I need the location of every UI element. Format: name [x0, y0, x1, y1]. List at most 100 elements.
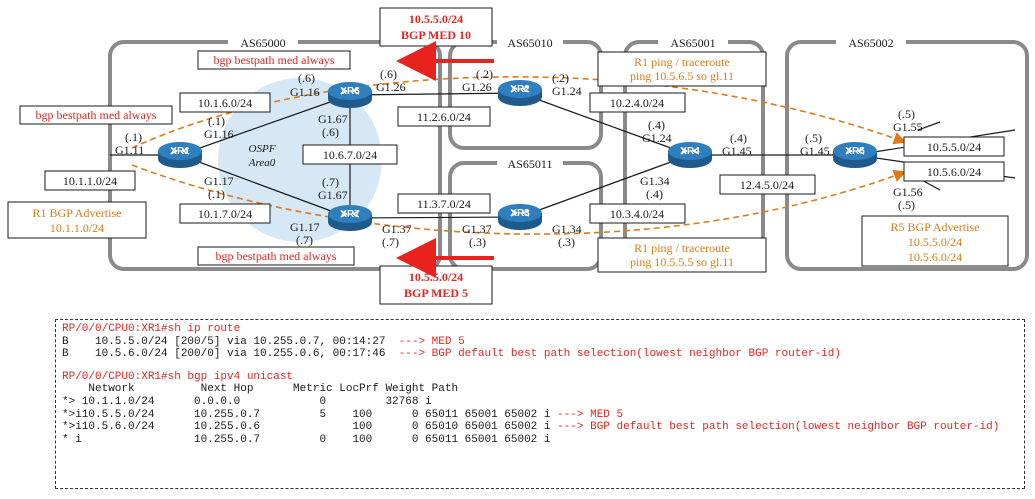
- xr6-addr-b: (.6): [380, 67, 397, 81]
- network-diagram: AS65000 AS65010 AS65011 AS65001 AS65002 …: [7, 7, 1029, 305]
- bgp-entry: *>i10.5.6.0/24 10.255.0.6 100 0 65010 65…: [62, 421, 551, 434]
- xr5-addr-b: (.5): [898, 107, 915, 121]
- router-xr6-label: XR6: [340, 86, 360, 97]
- xr1-addr-c: (.1): [208, 187, 225, 201]
- med10-prefix: 10.5.5.0/24: [409, 12, 463, 26]
- ping-bottom-line2: ping 10.5.5.5 so gl.11: [630, 255, 734, 269]
- subnet-10-3-4: 10.3.4.0/24: [610, 207, 664, 221]
- bgp-table-header: Network Next Hop Metric LocPrf Weight Pa…: [62, 383, 459, 396]
- route-entry: B 10.5.6.0/24 [200/0] via 10.255.0.6, 00…: [62, 348, 386, 361]
- r1-advertise-prefix: 10.1.1.0/24: [50, 221, 104, 235]
- bgp-table-row: *>i10.5.5.0/24 10.255.0.7 5 100 0 65011 …: [62, 409, 1018, 422]
- xr1-iface-g111: G1.11: [115, 143, 144, 157]
- subnet-12-4-5: 12.4.5.0/24: [740, 178, 794, 192]
- subnet-10-6-7: 10.6.7.0/24: [323, 148, 377, 162]
- as65011-label: AS65011: [508, 157, 553, 171]
- route-note: ---> BGP default best path selection(low…: [385, 348, 841, 361]
- xr4-addr-a: (.4): [648, 118, 665, 132]
- ping-top-line2: ping 10.5.6.5 so gl.11: [630, 69, 734, 83]
- router-xr5-label: XR5: [845, 146, 865, 157]
- ospf-label: OSPF: [249, 143, 276, 155]
- xr4-addr-c: (.4): [646, 187, 663, 201]
- r5-advertise-title: R5 BGP Advertise: [891, 220, 980, 234]
- router-xr4-label: XR4: [680, 146, 700, 157]
- bestpath-top: bgp bestpath med always: [214, 53, 335, 67]
- subnet-10-2-4: 10.2.4.0/24: [610, 96, 664, 110]
- ping-bottom-line1: R1 ping / traceroute: [634, 241, 730, 255]
- as65000-label: AS65000: [240, 36, 285, 50]
- router-xr2[interactable]: XR2: [497, 79, 543, 107]
- router-xr6[interactable]: XR6: [327, 81, 373, 109]
- xr6-iface-g126: G1.26: [376, 80, 406, 94]
- xr4-addr-b: (.4): [730, 131, 747, 145]
- subnet-11-2-6: 11.2.6.0/24: [417, 110, 471, 124]
- subnet-boxes: [44, 92, 1005, 224]
- ospf-area-label: Area0: [248, 157, 276, 169]
- xr7-iface-g167: G1.67: [318, 188, 348, 202]
- xr7-addr-a: (.7): [322, 175, 339, 189]
- ping-top-line1: R1 ping / traceroute: [634, 55, 730, 69]
- ospf-area: [218, 78, 382, 242]
- r1-advertise-box: [7, 201, 147, 239]
- xr6-addr-a: (.6): [298, 71, 315, 85]
- xr6-iface-g116: G1.16: [290, 85, 320, 99]
- r5-advertise-prefix2: 10.5.6.0/24: [908, 250, 962, 264]
- router-xr4[interactable]: XR4: [667, 141, 713, 169]
- subnet-11-3-7: 11.3.7.0/24: [417, 197, 471, 211]
- console-prompt-route: RP/0/0/CPU0:XR1#sh ip route: [62, 323, 241, 335]
- router-xr1-label: XR1: [170, 146, 190, 157]
- bgp-note: ---> MED 5: [550, 408, 624, 421]
- bestpath-left: bgp bestpath med always: [36, 108, 157, 122]
- bestpath-left-box: [19, 105, 173, 125]
- bgp-note: ---> BGP default best path selection(low…: [550, 421, 1000, 434]
- xr6-iface-g167: G1.67: [318, 112, 348, 126]
- med10-callout: [379, 7, 493, 47]
- xr6-addr-c: (.6): [322, 125, 339, 139]
- console-route-line: B 10.5.6.0/24 [200/0] via 10.255.0.6, 00…: [62, 348, 1018, 361]
- xr2-addr-b: (.2): [552, 71, 569, 85]
- as65002-label: AS65002: [848, 36, 893, 50]
- route-note: ---> MED 5: [385, 335, 465, 348]
- as65010-label: AS65010: [507, 36, 552, 50]
- xr2-iface-g124: G1.24: [552, 84, 582, 98]
- bgp-entry: *>i10.5.5.0/24 10.255.0.7 5 100 0 65011 …: [62, 408, 551, 421]
- console-prompt-bgp: RP/0/0/CPU0:XR1#sh bgp ipv4 unicast: [62, 370, 294, 383]
- xr2-addr-a: (.2): [476, 67, 493, 81]
- bestpath-bottom: bgp bestpath med always: [216, 249, 337, 263]
- med10-value: BGP MED 10: [401, 28, 471, 42]
- xr5-iface-g155: G1.55: [893, 120, 923, 134]
- console-route-line: B 10.5.5.0/24 [200/5] via 10.255.0.7, 00…: [62, 336, 1018, 349]
- xr1-addr-b: (.1): [208, 114, 225, 128]
- xr7-iface-g137: G1.37: [382, 222, 412, 236]
- ping-bottom-callout: [597, 237, 767, 273]
- r5-advertise-box: [861, 215, 1009, 267]
- xr4-iface-g124: G1.24: [642, 131, 672, 145]
- router-xr7-label: XR7: [340, 209, 360, 220]
- xr5-addr-a: (.5): [805, 131, 822, 145]
- subnet-10-5-6: 10.5.6.0/24: [927, 165, 981, 179]
- med5-value: BGP MED 5: [404, 286, 468, 300]
- bestpath-bottom-box: [197, 246, 355, 266]
- xr5-addr-c: (.5): [898, 198, 915, 212]
- xr3-iface-g137: G1.37: [462, 222, 492, 236]
- bgp-table-row: *>i10.5.6.0/24 10.255.0.6 100 0 65010 65…: [62, 421, 1018, 434]
- subnet-10-1-6: 10.1.6.0/24: [198, 96, 252, 110]
- router-xr3-label: XR3: [510, 208, 530, 219]
- router-xr3[interactable]: XR3: [497, 203, 543, 231]
- router-xr7[interactable]: XR7: [327, 204, 373, 232]
- xr1-iface-g116: G1.16: [204, 127, 234, 141]
- trace-path-top: [131, 76, 907, 149]
- interface-labels: (.1) G1.11 (.1) G1.16 G1.17 (.1) (.6) G1…: [115, 67, 923, 249]
- r5-advertise-prefix1: 10.5.5.0/24: [908, 235, 962, 249]
- r1-advertise-title: R1 BGP Advertise: [33, 206, 122, 220]
- bgp-table-row: * i 10.255.0.7 0 100 0 65011 65001 65002…: [62, 433, 551, 446]
- subnet-10-1-1: 10.1.1.0/24: [63, 174, 117, 188]
- xr3-addr-a: (.3): [469, 235, 486, 249]
- router-xr1[interactable]: XR1: [157, 141, 203, 169]
- route-entry: B 10.5.5.0/24 [200/5] via 10.255.0.7, 00…: [62, 335, 386, 348]
- xr5-iface-g145: G1.45: [800, 144, 830, 158]
- bestpath-top-box: [197, 50, 351, 70]
- router-xr5[interactable]: XR5: [832, 141, 878, 169]
- xr4-iface-g145: G1.45: [722, 144, 752, 158]
- xr7-addr-b: (.7): [296, 233, 313, 247]
